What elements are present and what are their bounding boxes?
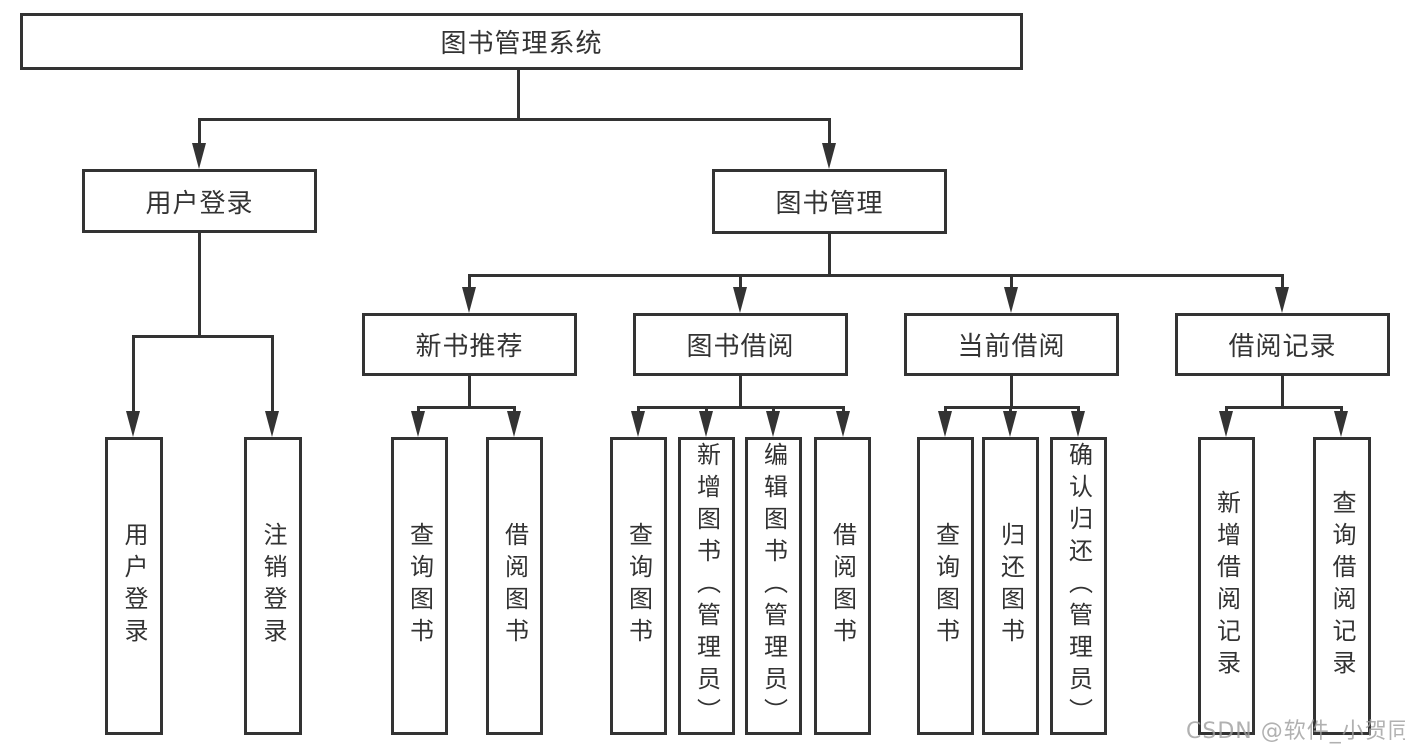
node-library-system: 图书管理系统 — [20, 13, 1023, 70]
leaf-query-books-borrowing: 查询图书 — [610, 437, 667, 735]
connector-drop-leaf-user-login — [132, 335, 135, 413]
arrowhead-e2 — [1334, 411, 1348, 437]
connector-user-login-horizontal — [132, 335, 273, 338]
connector-root-stem — [517, 70, 520, 120]
connector-new-book-horizontal — [417, 406, 516, 409]
leaf-query-books-current: 查询图书 — [917, 437, 974, 735]
connector-drop-current-borrow — [1010, 274, 1013, 290]
leaf-query-books-recommend-label: 查询图书 — [405, 522, 434, 650]
leaf-query-books-recommend: 查询图书 — [391, 437, 448, 735]
arrowhead-new-book — [462, 287, 476, 313]
connector-book-borrow-horizontal — [637, 406, 845, 409]
leaf-borrow-books-recommend-label: 借阅图书 — [500, 522, 529, 650]
connector-user-login-stem — [198, 233, 201, 338]
node-user-login-label: 用户登录 — [145, 188, 254, 219]
watermark-text: CSDN @软件_小贺同学 — [1186, 719, 1405, 744]
node-new-book-recommend: 新书推荐 — [362, 313, 577, 376]
connector-drop-d1 — [944, 406, 947, 415]
leaf-edit-book-admin: 编辑图书（管理员） — [745, 437, 802, 735]
leaf-borrow-books-borrowing-label: 借阅图书 — [828, 522, 857, 650]
connector-borrow-records-stem — [1281, 376, 1284, 409]
connector-drop-c3 — [772, 406, 775, 415]
connector-drop-b2 — [513, 406, 516, 415]
arrowhead-current-borrow — [1004, 287, 1018, 313]
leaf-confirm-return-admin: 确认归还（管理员） — [1050, 437, 1107, 735]
node-library-system-label: 图书管理系统 — [440, 29, 603, 59]
node-borrow-records: 借阅记录 — [1175, 313, 1390, 376]
arrowhead-book-borrow — [733, 287, 747, 313]
leaf-query-books-current-label: 查询图书 — [931, 522, 960, 650]
connector-drop-book-borrow — [739, 274, 742, 290]
connector-drop-book-management — [828, 118, 831, 145]
connector-new-book-stem — [468, 376, 471, 409]
node-borrow-records-label: 借阅记录 — [1228, 332, 1337, 362]
connector-drop-d2 — [1009, 406, 1012, 415]
leaf-logout-label: 注销登录 — [259, 522, 287, 650]
leaf-add-book-admin: 新增图书（管理员） — [678, 437, 735, 735]
connector-drop-c1 — [637, 406, 640, 415]
leaf-add-borrow-record: 新增借阅记录 — [1198, 437, 1255, 735]
connector-book-management-stem — [828, 234, 831, 277]
connector-level3-horizontal — [468, 274, 1284, 277]
arrowhead-b1 — [411, 411, 425, 437]
arrowhead-leaf-logout — [265, 411, 279, 437]
connector-drop-c2 — [705, 406, 708, 415]
connector-drop-new-book — [468, 274, 471, 290]
leaf-add-book-admin-label: 新增图书（管理员） — [692, 442, 721, 730]
arrowhead-c4 — [836, 411, 850, 437]
connector-drop-b1 — [417, 406, 420, 415]
arrowhead-d2 — [1003, 411, 1017, 437]
connector-current-borrow-stem — [1010, 376, 1013, 409]
leaf-user-login: 用户登录 — [105, 437, 163, 735]
leaf-borrow-books-borrowing: 借阅图书 — [814, 437, 871, 735]
arrowhead-book-management — [822, 143, 836, 169]
arrowhead-c3 — [766, 411, 780, 437]
arrowhead-e1 — [1219, 411, 1233, 437]
arrowhead-user-login — [192, 143, 206, 169]
arrowhead-c1 — [631, 411, 645, 437]
connector-drop-c4 — [842, 406, 845, 415]
leaf-return-book: 归还图书 — [982, 437, 1039, 735]
node-current-borrowing: 当前借阅 — [904, 313, 1119, 376]
arrowhead-d3 — [1071, 411, 1085, 437]
connector-drop-borrow-records — [1281, 274, 1284, 290]
node-new-book-recommend-label: 新书推荐 — [415, 332, 524, 362]
leaf-add-borrow-record-label: 新增借阅记录 — [1212, 490, 1241, 682]
connector-drop-user-login — [198, 118, 201, 145]
connector-book-borrow-stem — [739, 376, 742, 409]
leaf-query-borrow-record: 查询借阅记录 — [1313, 437, 1371, 735]
arrowhead-leaf-user-login — [126, 411, 140, 437]
leaf-query-books-borrowing-label: 查询图书 — [624, 522, 653, 650]
node-user-login: 用户登录 — [82, 169, 317, 233]
leaf-borrow-books-recommend: 借阅图书 — [486, 437, 543, 735]
arrowhead-b2 — [507, 411, 521, 437]
node-book-borrowing-label: 图书借阅 — [686, 332, 795, 362]
connector-drop-d3 — [1077, 406, 1080, 415]
leaf-logout: 注销登录 — [244, 437, 302, 735]
arrowhead-c2 — [699, 411, 713, 437]
node-book-management-label: 图书管理 — [775, 189, 884, 219]
connector-drop-e1 — [1225, 406, 1228, 415]
node-book-borrowing: 图书借阅 — [633, 313, 848, 376]
connector-drop-e2 — [1340, 406, 1343, 415]
connector-level1-horizontal — [198, 118, 831, 121]
node-book-management: 图书管理 — [712, 169, 947, 234]
connector-current-borrow-horizontal — [944, 406, 1080, 409]
connector-borrow-records-horizontal — [1225, 406, 1343, 409]
arrowhead-d1 — [938, 411, 952, 437]
leaf-edit-book-admin-label: 编辑图书（管理员） — [759, 442, 788, 730]
leaf-return-book-label: 归还图书 — [996, 522, 1025, 650]
leaf-query-borrow-record-label: 查询借阅记录 — [1328, 490, 1356, 682]
node-current-borrowing-label: 当前借阅 — [957, 332, 1066, 362]
leaf-confirm-return-admin-label: 确认归还（管理员） — [1064, 442, 1093, 730]
connector-drop-leaf-logout — [271, 335, 274, 413]
arrowhead-borrow-records — [1275, 287, 1289, 313]
leaf-user-login-label: 用户登录 — [120, 522, 148, 650]
